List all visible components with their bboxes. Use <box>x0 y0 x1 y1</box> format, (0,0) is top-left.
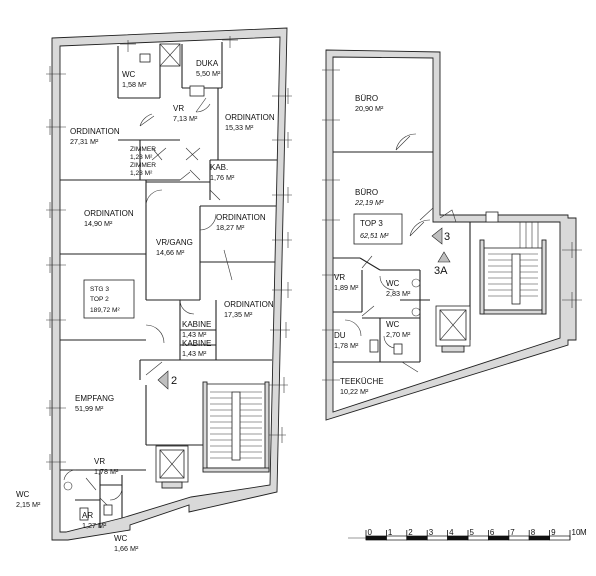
stair-marker-3a: 3A <box>434 251 451 277</box>
scale-bar-label: 0 <box>368 528 373 537</box>
scale-bar-label: 5 <box>470 528 475 537</box>
room-ordination-15-name: ORDINATION <box>225 113 275 122</box>
scale-bar: 0 1 2 3 4 5 6 7 8 9 10 M <box>348 528 587 541</box>
stair-label-3a: 3A <box>434 265 448 277</box>
top2-line2: TOP 2 <box>90 296 109 303</box>
room-ordination-14-area: 14,90 M² <box>84 219 113 228</box>
room-ar-name: AR <box>82 511 93 520</box>
room-kabine-2-name: KABINE <box>182 339 211 348</box>
room-wc-1-area: 2,83 M² <box>386 289 411 298</box>
left-stair-core <box>155 381 270 489</box>
room-vr-gang-area: 14,66 M² <box>156 248 185 257</box>
room-ordination-27-name: ORDINATION <box>70 127 120 136</box>
stair-marker-2: 2 <box>157 370 177 390</box>
room-zimmer-2-name: ZIMMER <box>130 162 156 169</box>
room-zimmer-1-name: ZIMMER <box>130 146 156 153</box>
room-wc-bottom-area: 1,66 M² <box>114 544 139 553</box>
room-wc-left-area: 2,15 M² <box>16 500 41 509</box>
scale-bar-segments <box>365 530 571 541</box>
room-kabine-1-name: KABINE <box>182 320 211 329</box>
room-wc-left-name: WC <box>16 490 30 499</box>
room-kab-area: 1,76 M² <box>210 173 235 182</box>
room-ordination-15-area: 15,33 M² <box>225 123 254 132</box>
room-empfang-area: 51,99 M² <box>75 404 104 413</box>
left-unit: STG 3 TOP 2 189,72 M² 2 WC 1,58 M² DUKA … <box>16 27 292 553</box>
room-zimmer-1-area: 1,23 M² <box>130 154 153 161</box>
top3-line1: TOP 3 <box>360 219 383 228</box>
left-partitions <box>60 42 277 528</box>
stair-marker-3: 3 <box>431 227 450 245</box>
room-vr-gang-name: VR/GANG <box>156 238 193 247</box>
room-vr-name: VR <box>334 273 345 282</box>
scale-bar-label: 6 <box>490 528 495 537</box>
scale-bar-label: 1 <box>388 528 393 537</box>
room-duka-name: DUKA <box>196 59 219 68</box>
scale-bar-label: 3 <box>429 528 434 537</box>
left-room-labels: WC 1,58 M² DUKA 5,50 M² VR 7,13 M² ORDIN… <box>16 59 275 553</box>
room-ordination-18-area: 18,27 M² <box>216 223 245 232</box>
scale-bar-label: 4 <box>449 528 454 537</box>
room-teekueche-area: 10,22 M² <box>340 387 369 396</box>
left-doors <box>63 97 233 509</box>
room-wc-top-name: WC <box>122 70 136 79</box>
room-duka-area: 5,50 M² <box>196 69 221 78</box>
room-vr-bottom-area: 1,78 M² <box>94 467 119 476</box>
scale-bar-label: 7 <box>510 528 515 537</box>
room-empfang-name: EMPFANG <box>75 394 114 403</box>
right-outer-wall <box>325 49 577 421</box>
top2-box: STG 3 TOP 2 189,72 M² <box>83 279 135 319</box>
room-du-name: DU <box>334 331 346 340</box>
stair-label-2: 2 <box>171 375 177 387</box>
room-vr-top-area: 7,13 M² <box>173 114 198 123</box>
scale-bar-label: 8 <box>531 528 536 537</box>
right-windows <box>322 62 582 388</box>
top3-box: TOP 3 62,51 M² <box>353 213 403 245</box>
room-ar-area: 1,27 M² <box>82 521 107 530</box>
room-buero-2-area: 22,19 M² <box>354 198 384 207</box>
scale-bar-label: 2 <box>408 528 413 537</box>
room-wc-2-name: WC <box>386 320 400 329</box>
room-ordination-17-name: ORDINATION <box>224 300 274 309</box>
room-ordination-27-area: 27,31 M² <box>70 137 99 146</box>
room-wc-2-area: 2,70 M² <box>386 330 411 339</box>
scale-bar-label: 9 <box>551 528 556 537</box>
room-vr-bottom-name: VR <box>94 457 105 466</box>
room-zimmer-2-area: 1,23 M² <box>130 170 153 177</box>
left-windows <box>46 36 292 470</box>
room-buero-1-name: BÜRO <box>355 94 378 103</box>
right-doors <box>344 133 457 373</box>
room-wc-bottom-name: WC <box>114 534 128 543</box>
room-vr-top-name: VR <box>173 104 184 113</box>
room-buero-2-name: BÜRO <box>355 188 378 197</box>
left-fixtures <box>63 43 205 521</box>
room-kab-name: KAB. <box>210 163 228 172</box>
scale-bar-labels: 0 1 2 3 4 5 6 7 8 9 10 <box>368 528 581 537</box>
right-unit: TOP 3 62,51 M² 3 3A BÜRO 20,90 M² BÜRO 2… <box>322 49 582 421</box>
room-vr-area: 1,89 M² <box>334 283 359 292</box>
top2-line3: 189,72 M² <box>90 307 120 314</box>
room-ordination-17-area: 17,35 M² <box>224 310 253 319</box>
right-room-labels: BÜRO 20,90 M² BÜRO 22,19 M² VR 1,89 M² W… <box>334 94 411 396</box>
scale-bar-unit: M <box>580 528 587 537</box>
room-kabine-1-area: 1,43 M² <box>182 330 207 339</box>
stair-label-3: 3 <box>444 231 450 243</box>
room-buero-1-area: 20,90 M² <box>355 104 384 113</box>
room-ordination-14-name: ORDINATION <box>84 209 134 218</box>
top2-line1: STG 3 <box>90 286 109 293</box>
right-stair-core <box>369 211 547 355</box>
room-du-area: 1,78 M² <box>334 341 359 350</box>
room-teekueche-name: TEEKÜCHE <box>340 377 384 386</box>
room-kabine-2-area: 1,43 M² <box>182 349 207 358</box>
scale-bar-label: 10 <box>572 528 581 537</box>
top3-line2: 62,51 M² <box>360 231 389 240</box>
left-outer-wall <box>51 27 288 541</box>
room-wc-top-area: 1,58 M² <box>122 80 147 89</box>
room-ordination-18-name: ORDINATION <box>216 213 266 222</box>
room-wc-1-name: WC <box>386 279 400 288</box>
